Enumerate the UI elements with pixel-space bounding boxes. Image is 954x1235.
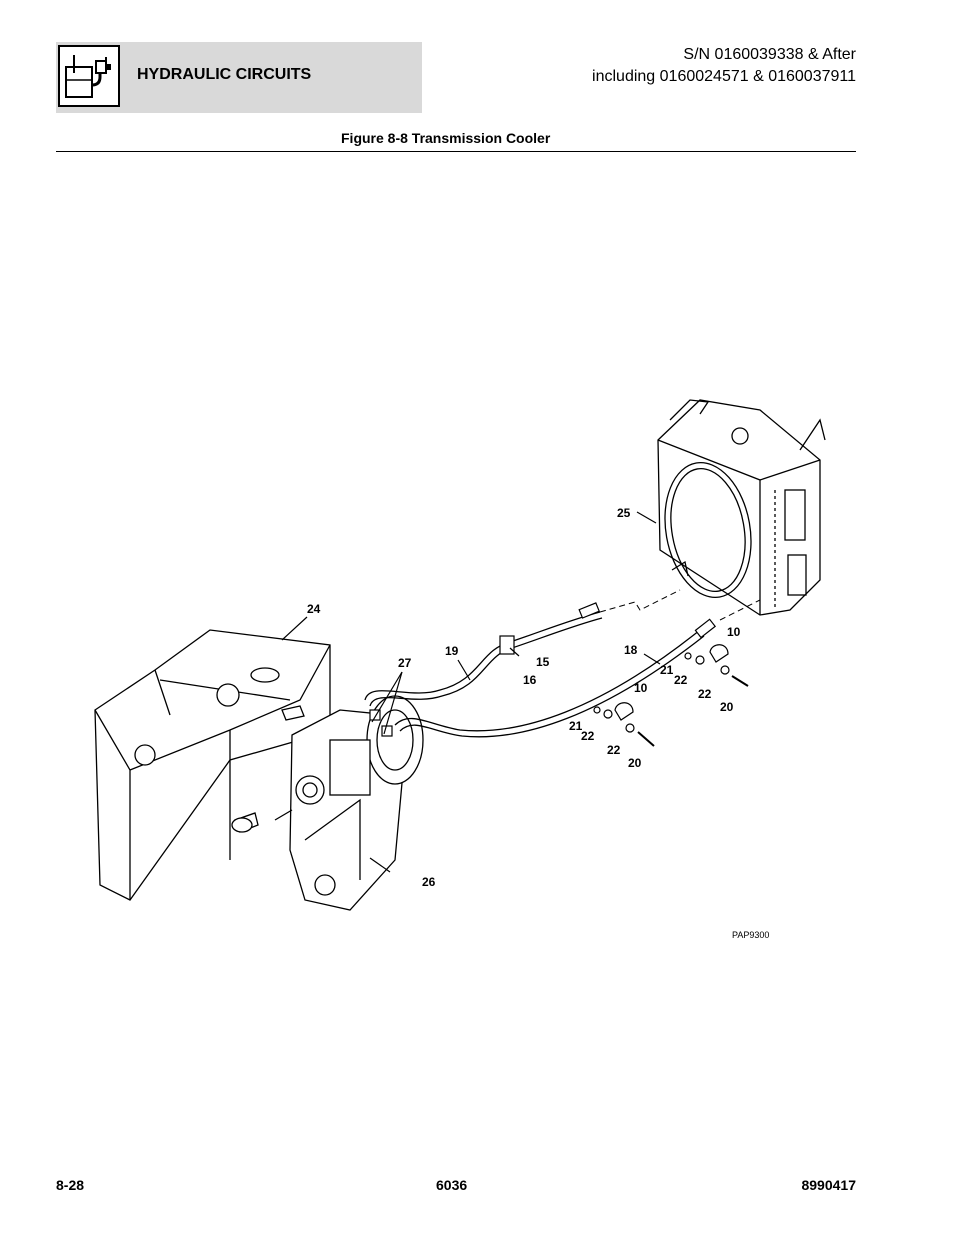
document-number: 8990417 — [801, 1177, 856, 1193]
callout-10-lower: 10 — [634, 681, 648, 695]
callout-22-a: 22 — [674, 673, 688, 687]
callout-19: 19 — [445, 644, 459, 658]
dashed-routing-lines — [599, 589, 761, 621]
callout-10-upper: 10 — [727, 625, 741, 639]
hose-19 — [364, 611, 603, 707]
callout-21-upper: 21 — [660, 663, 674, 677]
callout-24: 24 — [307, 602, 321, 616]
hose-fittings — [369, 602, 717, 737]
hose-clamp-15-16 — [499, 635, 515, 655]
header-rule — [56, 151, 856, 152]
clamp-hardware-upper — [684, 644, 749, 687]
hose-18 — [394, 629, 705, 738]
callout-15: 15 — [536, 655, 550, 669]
model-number: 6036 — [436, 1177, 468, 1193]
callout-25: 25 — [617, 506, 631, 520]
serial-line-2: including 0160024571 & 0160037911 — [592, 68, 856, 85]
transmission — [274, 695, 424, 911]
leader-lines — [281, 511, 661, 873]
illustration-ref-code: PAP9300 — [732, 930, 769, 940]
serial-number-range: S/N 0160039338 & After including 0160024… — [592, 44, 856, 88]
figure-title: Figure 8-8 Transmission Cooler — [341, 130, 551, 146]
callout-22-c: 22 — [581, 729, 595, 743]
page-number: 8-28 — [56, 1177, 85, 1193]
callout-27: 27 — [398, 656, 412, 670]
callout-26: 26 — [422, 875, 436, 889]
callout-21-lower: 21 — [569, 719, 583, 733]
hydraulic-tank — [94, 629, 331, 901]
serial-line-1: S/N 0160039338 & After — [683, 46, 856, 63]
callout-16: 16 — [523, 673, 537, 687]
callout-20-upper: 20 — [720, 700, 734, 714]
callout-22-d: 22 — [607, 743, 621, 757]
section-title: HYDRAULIC CIRCUITS — [137, 66, 312, 83]
callout-18: 18 — [624, 643, 638, 657]
radiator-assembly — [657, 399, 826, 616]
callout-20-lower: 20 — [628, 756, 642, 770]
hydraulic-circuits-icon — [58, 45, 120, 107]
transmission-cooler-illustration: 24 25 26 27 19 18 15 16 10 10 21 21 22 2… — [94, 399, 826, 940]
clamp-hardware-lower — [593, 702, 655, 747]
callout-22-b: 22 — [698, 687, 712, 701]
